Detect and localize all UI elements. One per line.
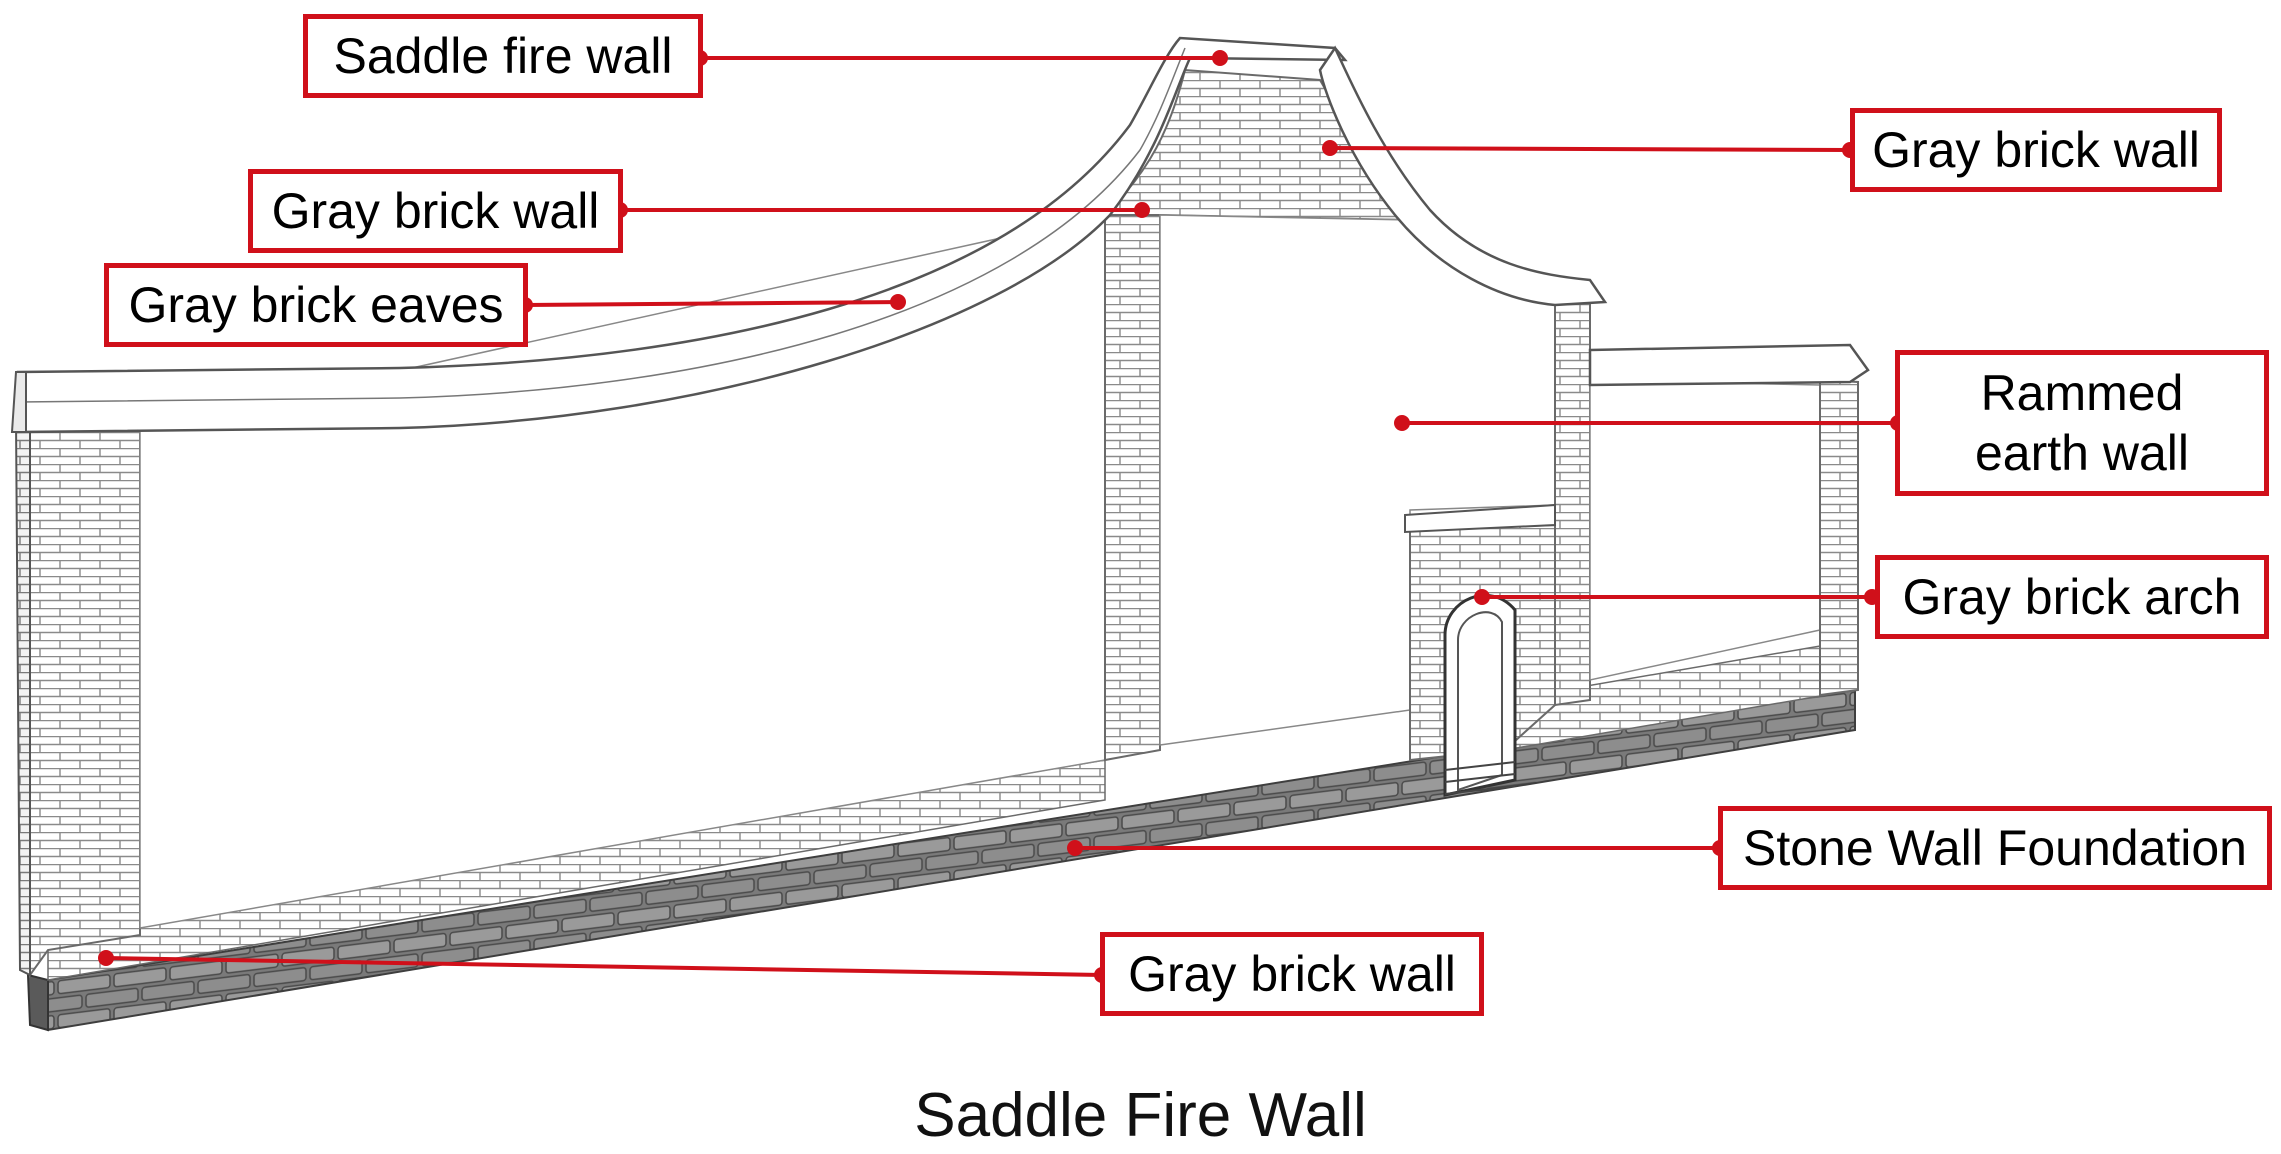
label-saddle-fire-wall: Saddle fire wall bbox=[303, 14, 703, 98]
leader-gray-brick-wall-bottom bbox=[105, 956, 1103, 977]
brick-pier-far-right bbox=[1819, 378, 1859, 697]
eave-end-cap bbox=[10, 371, 27, 433]
leader-gray-brick-eaves bbox=[524, 300, 899, 307]
gate-coping bbox=[1404, 503, 1556, 534]
label-stone-wall-foundation: Stone Wall Foundation bbox=[1718, 806, 2272, 890]
label-gray-brick-arch: Gray brick arch bbox=[1875, 555, 2269, 639]
label-gray-brick-wall-bottom: Gray brick wall bbox=[1100, 932, 1484, 1016]
diagram-caption: Saddle Fire Wall bbox=[914, 1081, 1367, 1150]
label-gray-brick-wall-top-right: Gray brick wall bbox=[1850, 108, 2222, 192]
brick-pier-left bbox=[29, 418, 141, 979]
brick-pier-right-center bbox=[1554, 298, 1591, 707]
leader-gray-brick-wall-top-right bbox=[1329, 146, 1851, 152]
right-coping bbox=[1588, 343, 1870, 387]
label-gray-brick-eaves: Gray brick eaves bbox=[104, 263, 528, 347]
brick-arch-inner bbox=[1457, 611, 1503, 792]
leader-lines bbox=[105, 56, 1898, 977]
brick-pier-left-side bbox=[14, 419, 31, 977]
saddle-ridge-right bbox=[1318, 45, 1608, 307]
label-rammed-earth-wall: Rammed earth wall bbox=[1895, 350, 2269, 496]
brick-pier-middle bbox=[1104, 198, 1161, 762]
arch-steps bbox=[1444, 761, 1516, 795]
brick-eaves-line bbox=[17, 47, 1186, 403]
label-gray-brick-wall-left: Gray brick wall bbox=[248, 169, 623, 253]
stone-foundation-end bbox=[26, 973, 49, 1032]
